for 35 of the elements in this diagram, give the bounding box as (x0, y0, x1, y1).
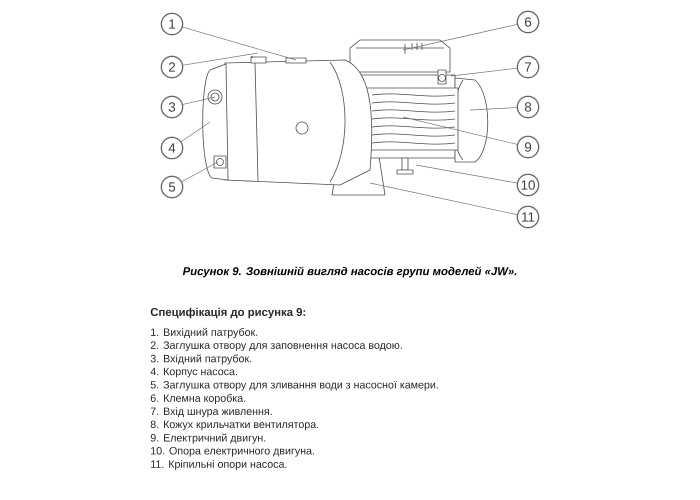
leader-line (182, 26, 296, 60)
list-item: 11. Кріпильні опори насоса. (151, 460, 286, 470)
callout-number: 2 (160, 56, 184, 78)
callout-number: 10 (516, 174, 540, 196)
leader-line (402, 116, 518, 145)
callout-number: 3 (160, 96, 184, 118)
leader-line (450, 68, 518, 76)
list-item: 3. Вхідний патрубок. (150, 354, 252, 364)
callout-number: 6 (516, 10, 540, 34)
callout-number: 8 (516, 96, 540, 118)
list-item: 5. Заглушка отвору для зливання води з насосної камери. (150, 380, 438, 391)
callout-number: 7 (516, 56, 540, 78)
leader-line (182, 162, 218, 182)
list-item: 9. Електричний двигун. (150, 434, 266, 444)
list-item: 4. Корпус насоса. (150, 368, 237, 378)
list-item: 1. Вихідний патрубок. (151, 328, 258, 338)
callout-number: 11 (516, 206, 540, 228)
callout-number: 4 (160, 136, 184, 160)
leader-line (370, 182, 518, 215)
list-item: 10. Опора електричного двигуна. (151, 446, 314, 457)
list-item: 7. Вхід шнура живлення. (150, 407, 272, 418)
leader-line (402, 24, 518, 50)
list-heading: Специфікація до рисунка 9: (150, 308, 306, 318)
callout-number: 5 (160, 176, 184, 198)
figure-caption: Рисунок 9. Зовнішній вигляд насосів групи моделей «JW». (182, 266, 516, 278)
list-item: 2. Заглушка отвору для заповнення насоса водою. (150, 341, 402, 352)
callout-number: 9 (516, 136, 540, 158)
list-item: 6. Клемна коробка. (150, 394, 246, 404)
leader-line (181, 122, 210, 142)
callout-number: 1 (160, 12, 184, 36)
leader-line (470, 107, 518, 110)
list-item: 8. Кожух крильчатки вентилятора. (150, 420, 318, 430)
leader-line (182, 52, 258, 66)
leader-line (416, 164, 518, 184)
leader-line (182, 96, 216, 105)
